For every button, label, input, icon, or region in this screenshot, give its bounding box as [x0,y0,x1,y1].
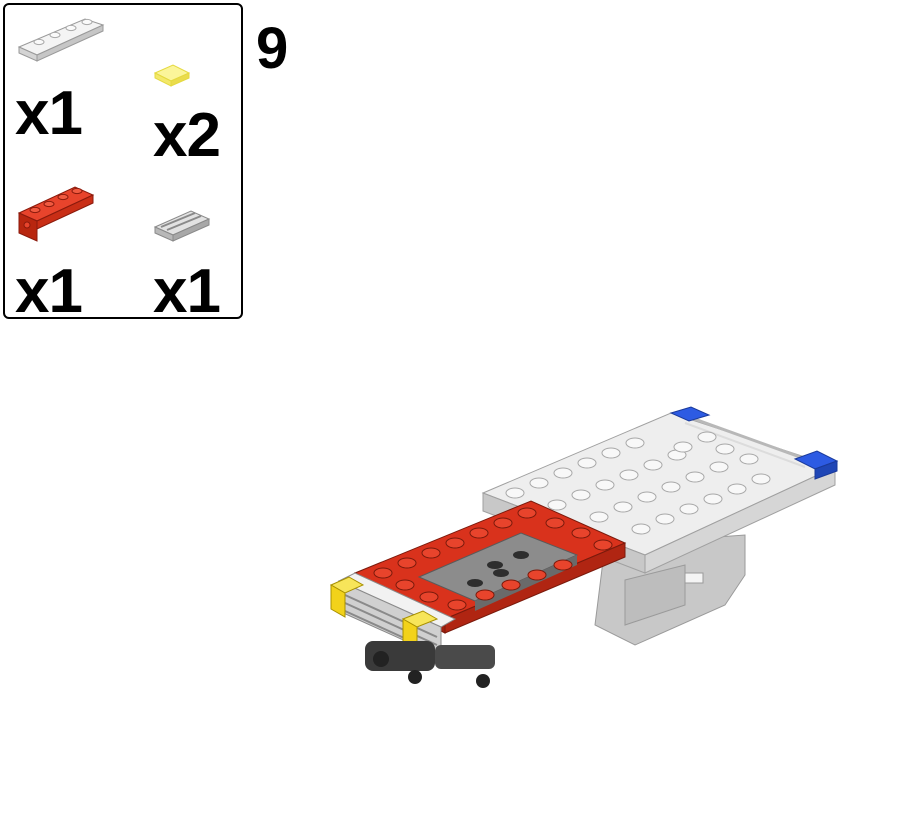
red-bracket-icon [15,183,95,245]
part-quantity-1: x1 [15,79,83,148]
part-quantity-2: x2 [153,101,221,170]
white-plate-icon [15,13,105,63]
gray-grille-tile-icon [153,205,213,247]
model-assembly-illustration [325,405,845,710]
part-quantity-3: x1 [15,257,83,326]
parts-list-box: x1 x2 x1 x1 [3,3,243,323]
part-quantity-4: x1 [153,257,221,326]
trans-yellow-tile-icon [153,61,193,89]
step-number: 9 [256,16,289,81]
